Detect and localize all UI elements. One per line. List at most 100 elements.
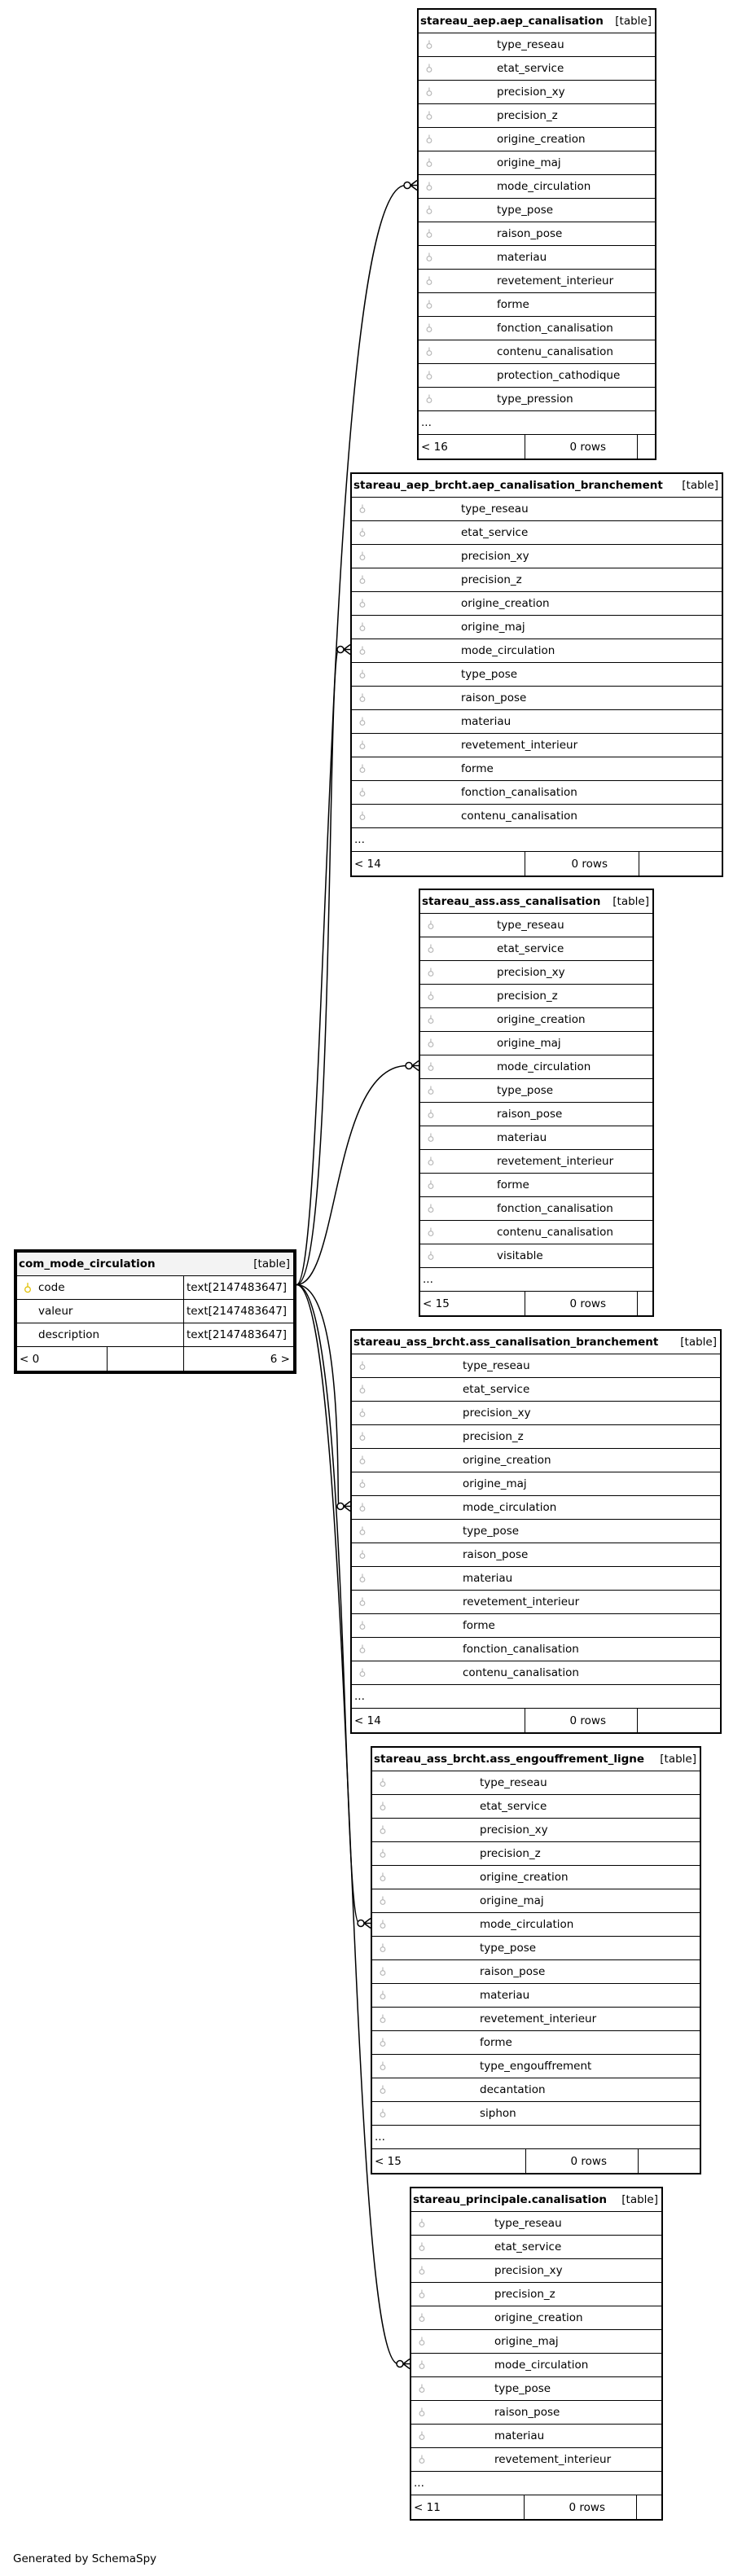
column-row[interactable]: ⚲precision_z [419,104,655,128]
column-row[interactable]: ⚲revetement_interieur [420,1150,652,1174]
column-row[interactable]: ⚲origine_creation [420,1008,652,1032]
column-row[interactable]: ⚲type_reseau [420,914,652,937]
column-row[interactable]: ⚲fonction_canalisation [420,1197,652,1221]
column-row[interactable]: ⚲origine_creation [352,1449,720,1472]
column-row[interactable]: ⚲precision_xy [352,545,722,568]
column-row[interactable]: ⚲mode_circulation [372,1913,700,1937]
column-row[interactable]: ⚲decantation [372,2078,700,2102]
column-row[interactable]: ⚲raison_pose [419,222,655,246]
table-name[interactable]: stareau_ass.ass_canalisation [422,895,601,908]
column-row[interactable]: ⚲revetement_interieur [372,2008,700,2031]
column-row[interactable]: ⚲etat_service [352,521,722,545]
column-row[interactable]: ⚲raison_pose [352,1543,720,1567]
column-row[interactable]: ⚲origine_creation [419,128,655,151]
column-row[interactable]: ⚲materiau [352,1567,720,1591]
table-name[interactable]: stareau_aep.aep_canalisation [420,15,604,28]
column-row[interactable]: ⚲precision_xy [352,1402,720,1425]
column-row[interactable]: ⚲origine_maj [352,616,722,639]
column-row[interactable]: ⚲fonction_canalisation [352,781,722,805]
table-name[interactable]: stareau_principale.canalisation [413,2193,607,2206]
column-row[interactable]: ⚲mode_circulation [419,175,655,199]
column-row[interactable]: ⚲origine_creation [352,592,722,616]
column-row[interactable]: ⚲mode_circulation [352,1496,720,1520]
column-row[interactable]: ⚲type_pose [352,1520,720,1543]
table-box[interactable]: stareau_principale.canalisation[table]⚲t… [410,2187,663,2521]
column-row[interactable]: ⚲revetement_interieur [411,2448,661,2472]
column-row[interactable]: ⚲origine_maj [352,1472,720,1496]
table-name[interactable]: com_mode_circulation [19,1257,156,1270]
column-row[interactable]: ⚲precision_z [372,1842,700,1866]
column-row[interactable]: ⚲precision_z [352,1425,720,1449]
column-row[interactable]: ⚲etat_service [352,1378,720,1402]
column-row[interactable]: ⚲revetement_interieur [352,734,722,757]
column-row[interactable]: ⚲materiau [419,246,655,270]
column-row[interactable]: ⚲siphon [372,2102,700,2126]
column-row[interactable]: ⚲precision_z [352,568,722,592]
column-row[interactable]: ⚲etat_service [420,937,652,961]
column-row[interactable]: ⚲type_pose [420,1079,652,1103]
column-row[interactable]: ⚲etat_service [419,57,655,81]
column-row[interactable]: ⚲type_pose [411,2377,661,2401]
table-header[interactable]: stareau_aep_brcht.aep_canalisation_branc… [352,474,722,498]
table-name[interactable]: stareau_aep_brcht.aep_canalisation_branc… [353,479,663,492]
column-row[interactable]: ⚲contenu_canalisation [419,340,655,364]
table-header[interactable]: stareau_principale.canalisation[table] [411,2188,661,2212]
column-row[interactable]: ⚲type_reseau [372,1771,700,1795]
column-row[interactable]: ⚲type_reseau [411,2212,661,2236]
column-row[interactable]: ⚲type_engouffrement [372,2055,700,2078]
column-row[interactable]: ⚲revetement_interieur [352,1591,720,1614]
column-row[interactable]: ⚲type_pose [352,663,722,687]
column-row[interactable]: ⚲forme [352,757,722,781]
column-row[interactable]: ⚲materiau [352,710,722,734]
table-name[interactable]: stareau_ass_brcht.ass_canalisation_branc… [353,1336,659,1349]
column-row[interactable]: ⚲etat_service [372,1795,700,1819]
table-box[interactable]: stareau_aep_brcht.aep_canalisation_branc… [350,472,723,877]
column-row[interactable]: ⚲materiau [372,1984,700,2008]
column-row[interactable]: ⚲precision_xy [372,1819,700,1842]
column-row[interactable]: ⚲forme [419,293,655,317]
column-row[interactable]: ⚲visitable [420,1244,652,1268]
column-row[interactable]: ⚲type_pose [419,199,655,222]
table-box[interactable]: stareau_aep.aep_canalisation[table]⚲type… [417,8,656,460]
column-row[interactable]: ⚲fonction_canalisation [352,1638,720,1661]
column-row[interactable]: ⚲mode_circulation [352,639,722,663]
table-header[interactable]: stareau_aep.aep_canalisation[table] [419,10,655,33]
column-row[interactable]: ⚲origine_maj [419,151,655,175]
column-row[interactable]: ⚲type_pose [372,1937,700,1960]
column-row[interactable]: ⚲raison_pose [372,1960,700,1984]
column-row[interactable]: ⚲precision_xy [419,81,655,104]
column-row[interactable]: ⚲mode_circulation [411,2354,661,2377]
column-row[interactable]: ⚲origine_maj [420,1032,652,1055]
column-row[interactable]: ⚲mode_circulation [420,1055,652,1079]
column-row[interactable]: ⚲protection_cathodique [419,364,655,388]
table-name[interactable]: stareau_ass_brcht.ass_engouffrement_lign… [374,1753,645,1766]
column-row[interactable]: ⚲type_reseau [419,33,655,57]
column-row[interactable]: ⚲materiau [411,2425,661,2448]
column-row[interactable]: ⚲raison_pose [411,2401,661,2425]
column-row[interactable]: ⚲contenu_canalisation [352,805,722,828]
column-row[interactable]: ⚲origine_creation [372,1866,700,1889]
table-header[interactable]: com_mode_circulation[table] [17,1253,293,1276]
column-row[interactable]: ⚲forme [420,1174,652,1197]
column-row[interactable]: ⚲etat_service [411,2236,661,2259]
column-row[interactable]: ⚲revetement_interieur [419,270,655,293]
table-box[interactable]: stareau_ass_brcht.ass_canalisation_branc… [350,1329,722,1734]
column-row[interactable]: ⚲origine_maj [372,1889,700,1913]
column-row[interactable]: ⚲forme [352,1614,720,1638]
column-row[interactable]: ⚲type_pression [419,388,655,411]
column-row[interactable]: ⚲raison_pose [420,1103,652,1126]
column-row[interactable]: ⚲origine_maj [411,2330,661,2354]
column-row[interactable]: ⚲contenu_canalisation [352,1661,720,1685]
column-row[interactable]: ⚲precision_z [420,985,652,1008]
column-row[interactable]: ⚲type_reseau [352,498,722,521]
table-header[interactable]: stareau_ass.ass_canalisation[table] [420,890,652,914]
column-row[interactable]: ⚲contenu_canalisation [420,1221,652,1244]
table-header[interactable]: stareau_ass_brcht.ass_engouffrement_lign… [372,1748,700,1771]
column-row[interactable]: ⚲fonction_canalisation [419,317,655,340]
column-row[interactable]: ⚲forme [372,2031,700,2055]
table-box[interactable]: stareau_ass_brcht.ass_engouffrement_lign… [371,1746,701,2174]
column-row[interactable]: ⚲raison_pose [352,687,722,710]
